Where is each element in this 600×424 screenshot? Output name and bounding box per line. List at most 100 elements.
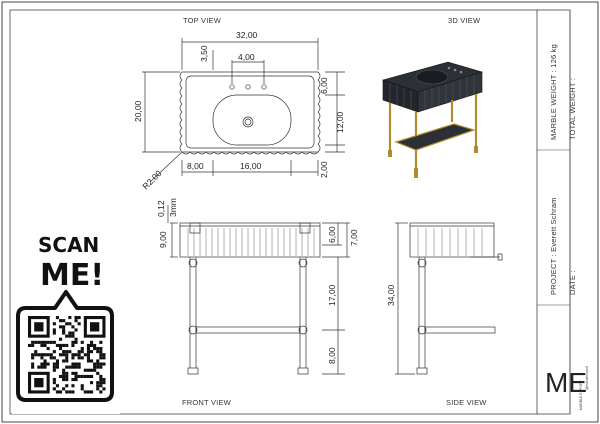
- qr-module: [65, 353, 69, 357]
- project-name: PROJECT : Everett Schram: [549, 197, 558, 295]
- qr-module: [71, 340, 75, 344]
- qr-module: [90, 343, 94, 347]
- qr-module: [55, 359, 59, 363]
- qr-module: [59, 390, 63, 394]
- qr-module: [99, 390, 103, 394]
- qr-module: [93, 347, 97, 351]
- qr-module: [62, 343, 66, 347]
- qr-module: [90, 340, 94, 344]
- 3d-view-label: 3D VIEW: [448, 16, 481, 25]
- qr-module: [96, 359, 100, 363]
- qr-module: [80, 387, 84, 391]
- qr-module: [77, 353, 81, 357]
- scan-text: SCAN: [38, 233, 99, 257]
- qr-module: [68, 334, 72, 338]
- qr-module: [52, 356, 56, 360]
- me-text: ME!: [40, 258, 104, 293]
- qr-module: [59, 319, 63, 323]
- qr-module: [52, 362, 56, 366]
- qr-module: [74, 362, 78, 366]
- qr-module: [62, 378, 66, 382]
- qr-module: [71, 362, 75, 366]
- qr-module: [90, 359, 94, 363]
- qr-module: [74, 328, 78, 332]
- qr-module: [62, 328, 66, 332]
- qr-module: [99, 356, 103, 360]
- qr-module: [80, 384, 84, 388]
- qr-module: [102, 381, 106, 385]
- qr-module: [59, 337, 63, 341]
- faucet-hole-right: [261, 84, 267, 90]
- qr-module: [65, 334, 69, 338]
- dim-front-6: 6,00: [327, 226, 337, 243]
- brand-monogram: ME: [545, 367, 587, 398]
- qr-module: [52, 387, 56, 391]
- dim-left-8: 8,00: [187, 161, 204, 171]
- qr-module: [77, 362, 81, 366]
- qr-module: [102, 378, 106, 382]
- qr-module: [80, 347, 84, 351]
- qr-module: [71, 353, 75, 357]
- qr-module: [74, 340, 78, 344]
- dim-height: 34,00: [386, 284, 396, 306]
- brand-handle: @marbleexport: [585, 366, 589, 390]
- qr-module: [31, 340, 35, 344]
- qr-module: [37, 340, 41, 344]
- qr-module: [40, 340, 44, 344]
- qr-module: [43, 359, 47, 363]
- qr-module: [37, 353, 41, 357]
- qr-module: [74, 378, 78, 382]
- dim-right-12: 12,00: [335, 111, 345, 133]
- qr-module: [99, 381, 103, 385]
- qr-module: [83, 368, 87, 372]
- qr-module: [65, 359, 69, 363]
- dim-depth: 20,00: [133, 100, 143, 122]
- qr-module: [34, 350, 38, 354]
- qr-module: [71, 384, 75, 388]
- qr-module: [62, 371, 66, 375]
- qr-module: [96, 371, 100, 375]
- drain-hole: [242, 116, 254, 128]
- qr-module: [59, 347, 63, 351]
- qr-module: [86, 347, 90, 351]
- qr-module: [71, 331, 75, 335]
- qr-module: [52, 350, 56, 354]
- qr-module: [71, 378, 75, 382]
- front-slab: [179, 222, 321, 258]
- qr-module: [40, 365, 44, 369]
- qr-module: [43, 365, 47, 369]
- date-field: DATE :: [568, 270, 577, 295]
- qr-module: [68, 350, 72, 354]
- faucet-hole-center: [245, 84, 251, 90]
- qr-module: [62, 353, 66, 357]
- top-view: [142, 38, 345, 183]
- 3d-view: [381, 61, 484, 178]
- qr-module: [55, 362, 59, 366]
- qr-module: [37, 365, 41, 369]
- qr-module: [62, 331, 66, 335]
- qr-code[interactable]: [28, 316, 106, 394]
- qr-module: [99, 347, 103, 351]
- dim-offset: 3,50: [199, 45, 209, 62]
- qr-module: [65, 384, 69, 388]
- qr-module: [52, 365, 56, 369]
- side-view-label: SIDE VIEW: [446, 398, 487, 407]
- qr-module: [102, 362, 106, 366]
- qr-module: [31, 356, 35, 360]
- qr-module: [65, 365, 69, 369]
- qr-module: [31, 365, 35, 369]
- qr-module: [59, 343, 63, 347]
- qr-module: [68, 365, 72, 369]
- qr-module: [62, 374, 66, 378]
- qr-module: [90, 368, 94, 372]
- qr-module: [40, 343, 44, 347]
- qr-module: [65, 378, 69, 382]
- qr-module: [65, 356, 69, 360]
- top-view-label: TOP VIEW: [183, 16, 222, 25]
- qr-module: [71, 371, 75, 375]
- qr-module: [86, 359, 90, 363]
- qr-module: [102, 356, 106, 360]
- qr-module: [77, 356, 81, 360]
- qr-module: [80, 350, 84, 354]
